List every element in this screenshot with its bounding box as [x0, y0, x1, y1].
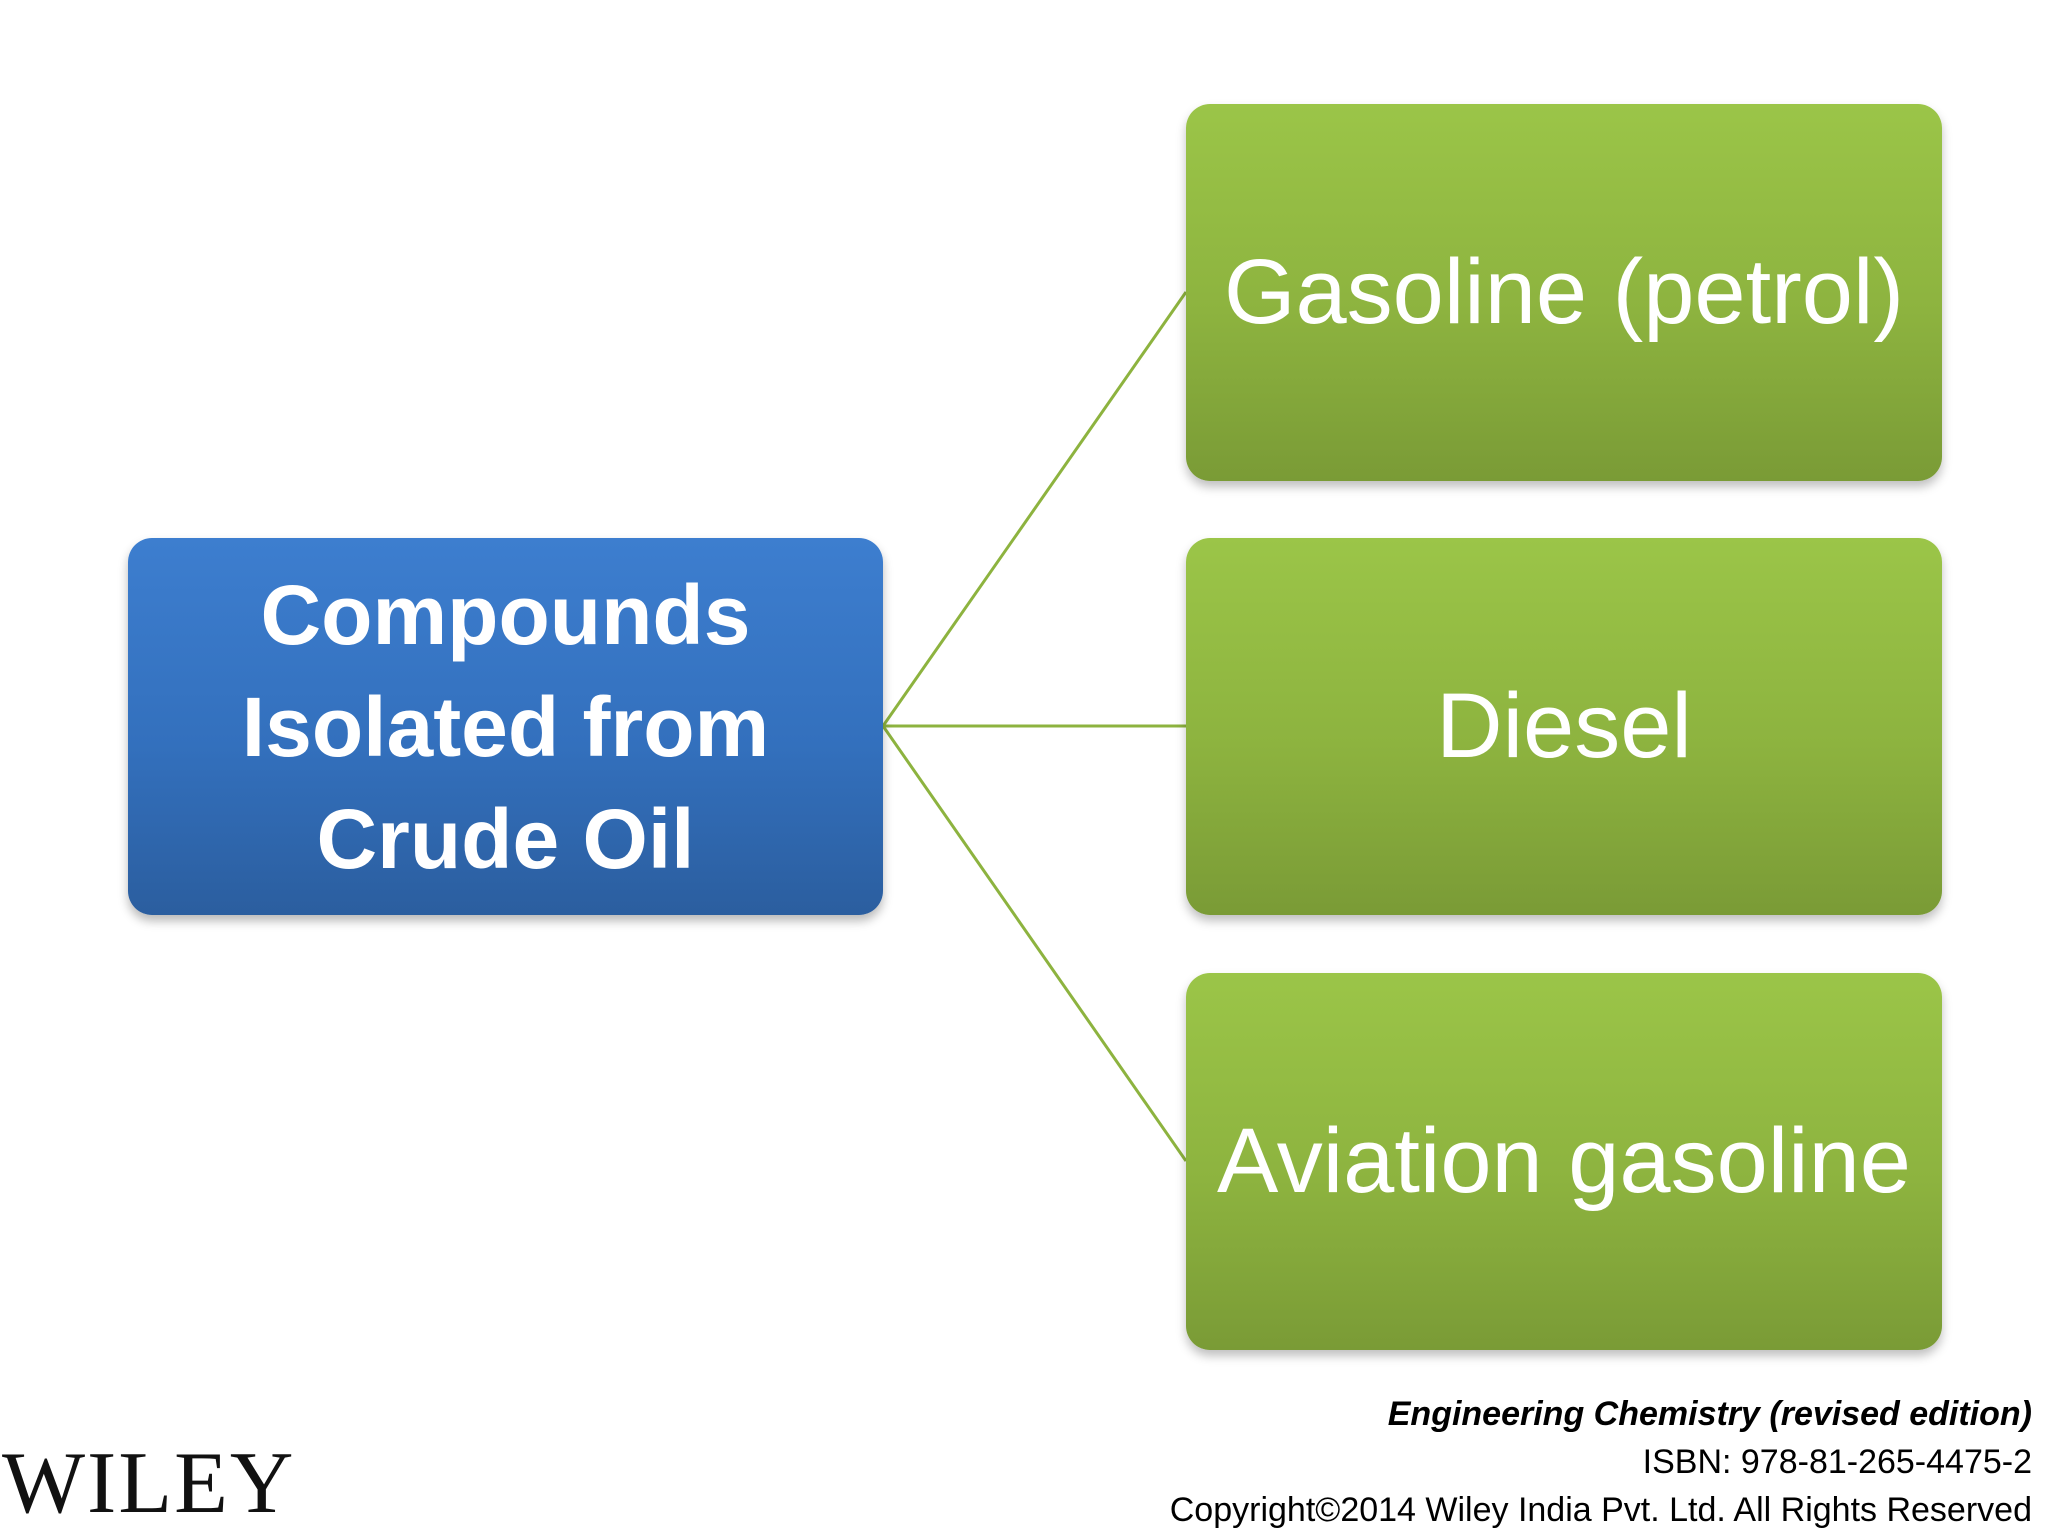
child-node-gasoline: Gasoline (petrol) [1186, 104, 1942, 481]
wiley-logo: WILEY [2, 1435, 296, 1532]
footer-isbn: ISBN: 978-81-265-4475-2 [1642, 1443, 2032, 1481]
root-node-line: Crude Oil [316, 791, 695, 886]
connector-line-aviation [881, 725, 1188, 1162]
root-node-label: Compounds Isolated from Crude Oil [242, 559, 769, 895]
child-node-aviation-gasoline: Aviation gasoline [1186, 973, 1942, 1350]
connector-line-gasoline [881, 291, 1188, 727]
root-node-crude-oil-compounds: Compounds Isolated from Crude Oil [128, 538, 883, 915]
footer-book-title: Engineering Chemistry (revised edition) [1387, 1395, 2032, 1433]
child-node-diesel: Diesel [1186, 538, 1942, 915]
child-node-label: Gasoline (petrol) [1223, 241, 1905, 343]
child-node-label: Diesel [1436, 675, 1692, 777]
root-node-line: Compounds [260, 567, 751, 662]
child-node-label: Aviation gasoline [1217, 1110, 1911, 1212]
footer-copyright: Copyright©2014 Wiley India Pvt. Ltd. All… [1169, 1491, 2032, 1529]
root-node-line: Isolated from [241, 679, 770, 774]
footer-citation: Engineering Chemistry (revised edition) … [1170, 1390, 2032, 1534]
